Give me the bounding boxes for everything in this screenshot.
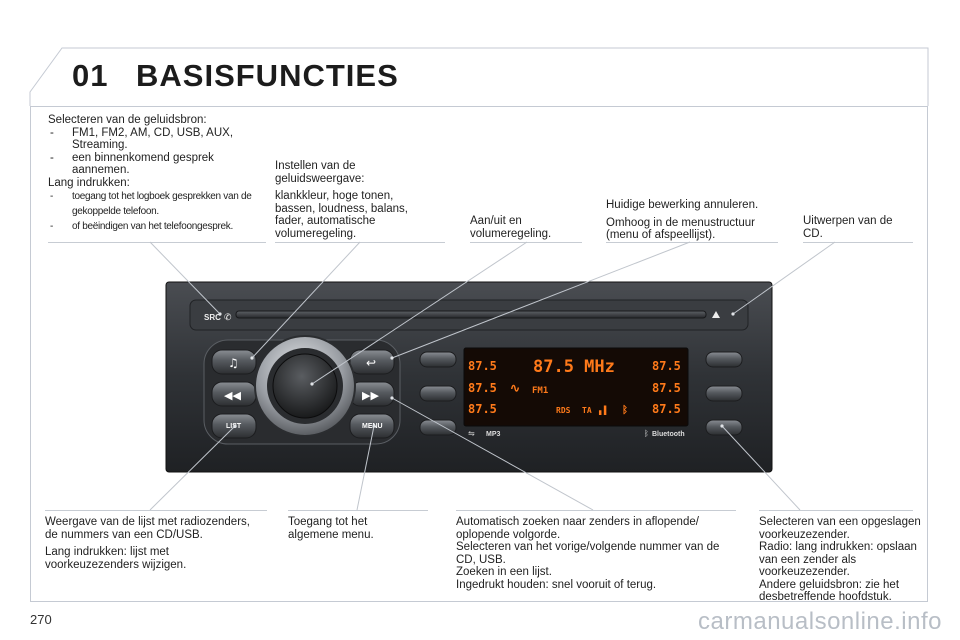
music-note-icon: ♫	[228, 356, 239, 370]
preset-frequency: 87.5	[468, 402, 497, 416]
annotation-preset: Selecteren van een opgeslagen voorkeuzez…	[759, 516, 924, 604]
leader-lines	[149, 241, 836, 511]
bluetooth-label: Bluetooth	[652, 431, 685, 438]
preset-line1: Selecteren van een opgeslagen voorkeuzez…	[759, 516, 921, 541]
header-rule	[29, 47, 929, 106]
fast-forward-icon: ▶▶	[362, 389, 379, 402]
cd-slot	[235, 310, 707, 319]
preset-button[interactable]	[419, 351, 457, 368]
preset-frequency: 87.5	[652, 359, 681, 373]
annotation-rule	[288, 510, 428, 511]
seek-line1: Automatisch zoeken naar zenders in aflop…	[456, 516, 699, 541]
seek-line2: Selecteren van het vorige/volgende numme…	[456, 541, 720, 566]
volume-knob[interactable]	[254, 335, 356, 437]
source-long-item: of beëindigen van het telefoongesprek.	[48, 219, 268, 234]
annotation-rule	[803, 242, 913, 243]
sound-body: klankkleur, hoge tonen, bassen, loudness…	[275, 190, 408, 240]
preset-frequency: 87.5	[652, 402, 681, 416]
annotation-menu: Toegang tot het algemene menu.	[288, 516, 418, 541]
lcd-display	[463, 347, 689, 427]
annotation-power: Aan/uit en volumeregeling.	[470, 215, 580, 240]
preset-button[interactable]	[705, 351, 743, 368]
back-line2: Omhoog in de menustructuur (menu of afsp…	[606, 216, 755, 242]
seek-back-button[interactable]: ◀◀	[211, 381, 257, 407]
annotation-rule	[606, 242, 778, 243]
sound-button[interactable]: ♫	[211, 349, 257, 375]
back-button[interactable]: ↩	[349, 349, 395, 375]
current-frequency: 87.5 MHz	[533, 357, 615, 377]
preset-button[interactable]	[419, 385, 457, 402]
return-arrow-icon: ↩	[366, 356, 376, 370]
signal-wave-icon: ∿	[510, 381, 520, 395]
phone-icon: ✆	[224, 313, 232, 323]
list-line2: Lang indrukken: lijst met voorkeuzezende…	[45, 546, 187, 571]
annotation-rule	[759, 510, 913, 511]
usb-icon: ⇋	[468, 429, 475, 438]
source-long-item: toegang tot het logboek gesprekken van d…	[48, 189, 268, 219]
band-label: FM1	[532, 386, 548, 396]
seek-line3: Zoeken in een lijst.	[456, 566, 552, 578]
source-long-press: Lang indrukken:	[48, 176, 130, 189]
menu-button[interactable]: MENU	[349, 413, 395, 439]
eject-button[interactable]	[712, 311, 720, 318]
preset-line3: Andere geluidsbron: zie het desbetreffen…	[759, 578, 900, 604]
annotation-eject: Uitwerpen van de CD.	[803, 215, 913, 240]
annotation-seek: Automatisch zoeken naar zenders in aflop…	[456, 516, 741, 591]
preset-frequency: 87.5	[652, 381, 681, 395]
eject-icon	[712, 311, 720, 318]
preset-button[interactable]	[705, 385, 743, 402]
signal-bars-icon: ▖▌	[598, 405, 609, 415]
page-number: 270	[30, 612, 52, 627]
annotation-rule	[48, 242, 266, 243]
preset-frequency: 87.5	[468, 359, 497, 373]
seek-line4: Ingedrukt houden: snel vooruit of terug.	[456, 578, 657, 591]
sound-title: Instellen van de geluidsweergave:	[275, 160, 365, 185]
preset-button[interactable]	[419, 419, 457, 436]
source-intro: Selecteren van de geluidsbron:	[48, 114, 207, 126]
watermark: carmanualsonline.info	[698, 608, 942, 635]
preset-line2: Radio: lang indrukken: opslaan van een z…	[759, 541, 917, 578]
source-item: een binnenkomend gesprek aannemen.	[48, 152, 268, 177]
src-label: SRC	[204, 313, 221, 322]
annotation-rule	[456, 510, 736, 511]
leader-dots	[218, 312, 735, 428]
rewind-icon: ◀◀	[224, 389, 241, 402]
chapter-number: 01	[72, 58, 109, 93]
annotation-sound: Instellen van de geluidsweergave: klankk…	[275, 160, 435, 240]
bluetooth-logo-icon: ᛒ	[644, 429, 649, 438]
list-line1: Weergave van de lijst met radiozenders, …	[45, 516, 250, 541]
menu-text: Toegang tot het algemene menu.	[288, 516, 374, 541]
page-title: BASISFUNCTIES	[136, 58, 399, 93]
eject-text: Uitwerpen van de CD.	[803, 215, 893, 240]
preset-frequency: 87.5	[468, 381, 497, 395]
annotation-list: Weergave van de lijst met radiozenders, …	[45, 516, 265, 571]
mp3-label: MP3	[486, 431, 501, 438]
content-frame	[30, 106, 928, 602]
menu-label: MENU	[362, 423, 383, 430]
src-button[interactable]: SRC ✆	[204, 313, 232, 323]
annotation-rule	[45, 510, 267, 511]
annotation-source: Selecteren van de geluidsbron: FM1, FM2,…	[48, 114, 268, 234]
back-line1: Huidige bewerking annuleren.	[606, 199, 759, 211]
rds-indicator: RDS	[556, 406, 571, 415]
annotation-back: Huidige bewerking annuleren. Omhoog in d…	[606, 199, 786, 242]
power-text: Aan/uit en volumeregeling.	[470, 215, 552, 240]
bluetooth-status-icon: ᛒ	[622, 404, 628, 416]
seek-forward-button[interactable]: ▶▶	[349, 381, 395, 407]
ta-indicator: TA	[582, 406, 592, 415]
source-item: FM1, FM2, AM, CD, USB, AUX, Streaming.	[48, 127, 268, 152]
